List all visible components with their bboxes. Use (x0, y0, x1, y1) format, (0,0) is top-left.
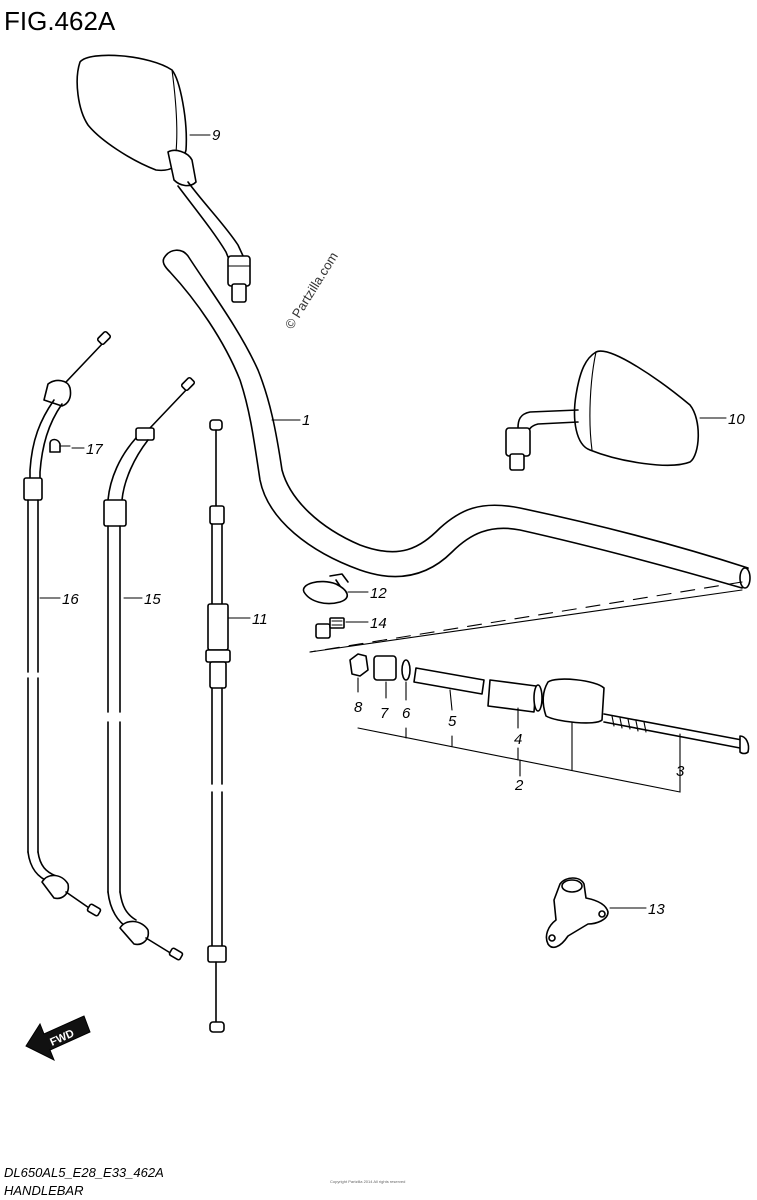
callout-5: 5 (448, 713, 457, 730)
right-mirror[interactable] (505, 350, 700, 471)
callout-11: 11 (252, 611, 268, 628)
figure-title: FIG.462A (4, 6, 116, 36)
callout-8: 8 (354, 699, 363, 716)
watermark: © Partzilla.com (282, 249, 341, 331)
callout-13: 13 (648, 901, 665, 918)
bar-end-assembly[interactable] (349, 653, 750, 755)
callout-12: 12 (370, 585, 387, 602)
callout-4: 4 (514, 731, 522, 748)
throttle-cable-15[interactable] (103, 376, 196, 961)
callout-6: 6 (402, 705, 411, 722)
figure-code: DL650AL5_E28_E33_462A (4, 1165, 164, 1180)
cable-screw[interactable] (49, 438, 71, 453)
callout-9: 9 (212, 127, 221, 144)
fwd-arrow-icon: FWD (25, 1015, 91, 1062)
left-mirror[interactable] (76, 54, 251, 303)
callout-7: 7 (380, 705, 389, 722)
clamp-clip[interactable] (302, 573, 349, 605)
bracket-lines (357, 721, 681, 793)
callout-14: 14 (370, 615, 387, 632)
callout-10: 10 (728, 411, 745, 428)
figure-name: HANDLEBAR (4, 1183, 83, 1198)
callout-17: 17 (86, 441, 103, 458)
handlebar[interactable] (162, 249, 751, 589)
leader-5 (449, 689, 453, 711)
fine-print: Copyright Partzilla 2014 All rights rese… (330, 1179, 405, 1184)
clutch-cable-11[interactable] (205, 419, 231, 1033)
callout-15: 15 (144, 591, 161, 608)
callout-16: 16 (62, 591, 79, 608)
throttle-cable-16[interactable] (23, 330, 112, 917)
callout-1: 1 (302, 412, 310, 429)
explode-line-2 (309, 589, 743, 653)
holder-bracket[interactable] (545, 877, 609, 949)
callout-2: 2 (514, 777, 524, 794)
callout-3: 3 (676, 763, 685, 780)
explode-line-1 (309, 581, 743, 653)
bolt[interactable] (315, 617, 345, 639)
